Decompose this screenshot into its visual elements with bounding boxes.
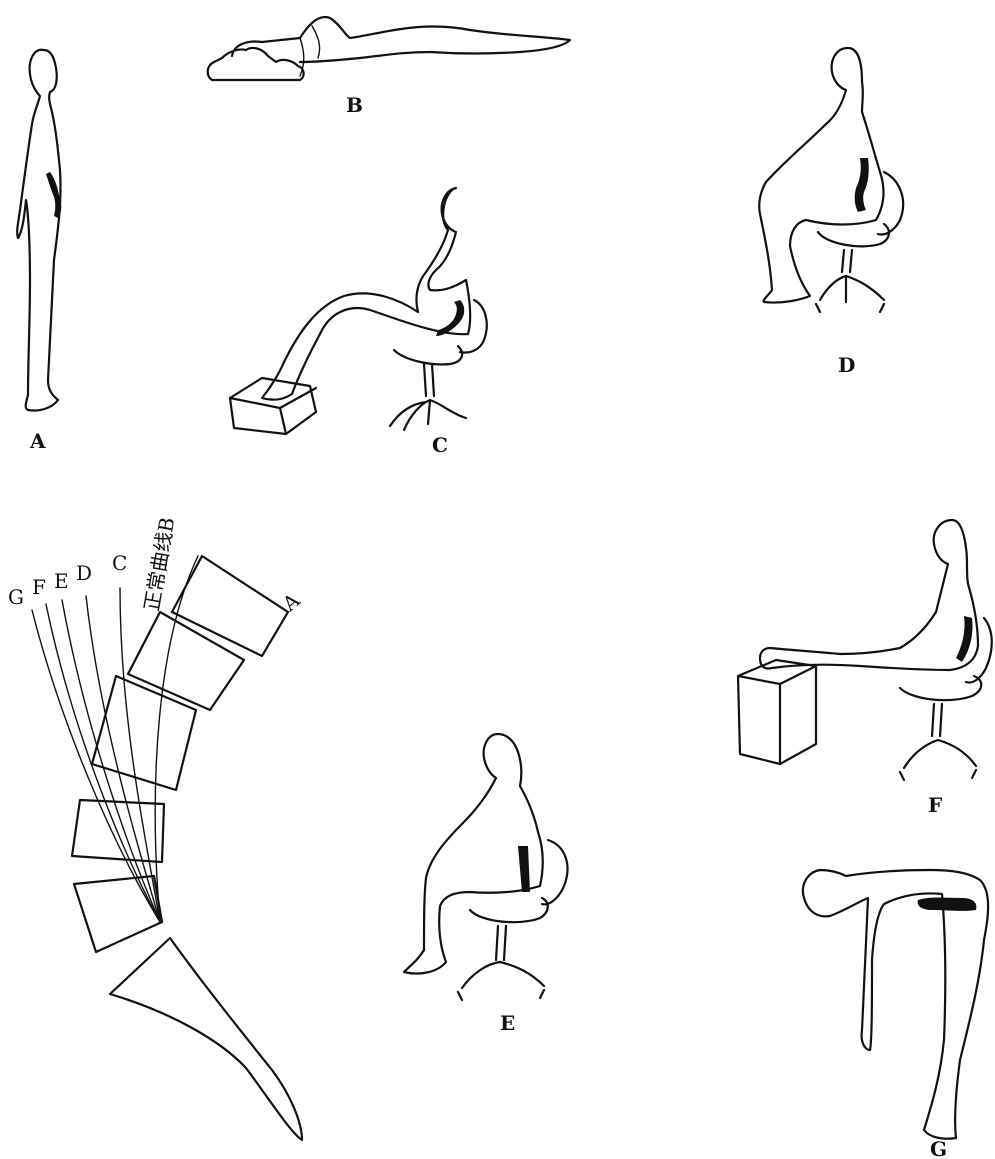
lumbar-spine-mark (956, 616, 973, 662)
figure-e-label: E (500, 1011, 515, 1035)
foot-box-icon (738, 660, 816, 764)
vertebra (72, 800, 164, 862)
curve-label-d: D (76, 561, 92, 585)
figure-d: D (759, 48, 903, 377)
figure-a: A (17, 50, 61, 453)
vertebra (128, 612, 244, 710)
long-sitting-person-icon (760, 520, 978, 670)
vertebra (74, 876, 162, 952)
normal-curve-label: 正常曲线B (139, 515, 179, 612)
figure-f: F (738, 520, 992, 817)
lumbar-spine-mark (46, 172, 61, 218)
figure-a-label: A (29, 429, 46, 453)
lumbar-spine-mark (855, 158, 869, 212)
office-chair-icon (390, 300, 487, 430)
figure-d-label: D (838, 353, 855, 377)
figure-c: C (230, 188, 487, 457)
standing-person-icon (17, 50, 60, 411)
vertebra-label-a: A (277, 588, 305, 617)
figure-f-label: F (928, 793, 942, 817)
lumbar-spine-mark (436, 300, 464, 336)
lumbar-spine-mark (518, 846, 530, 892)
curve-label-e: E (54, 569, 69, 593)
curve-line-f (46, 604, 160, 922)
office-chair-icon (458, 840, 567, 1000)
sacrum (110, 938, 302, 1140)
curve-label-c: C (112, 551, 127, 575)
vertebra (172, 556, 288, 656)
figure-b: B (208, 17, 570, 117)
thoracolumbar-spine-mark (918, 898, 977, 911)
figure-b-label: B (346, 93, 363, 117)
vertebra (92, 676, 196, 790)
figure-c-label: C (432, 433, 448, 457)
figure-g: G (803, 870, 988, 1159)
foot-block-icon (230, 378, 316, 434)
reclined-sitting-person-icon (262, 188, 470, 400)
figure-e: E (404, 734, 567, 1035)
curve-label-f: F (32, 575, 46, 599)
curve-line-d (86, 596, 160, 922)
curve-label-g: G (8, 585, 24, 609)
spine-curve-diagram: G F E D C 正常曲线B A (8, 515, 305, 1140)
lying-person-icon (208, 48, 304, 80)
figure-g-label: G (930, 1137, 947, 1159)
